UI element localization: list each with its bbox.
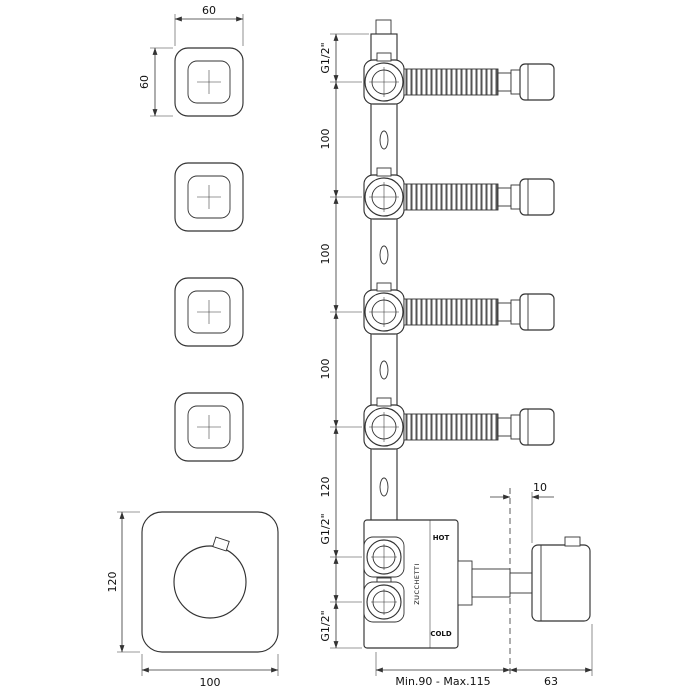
trim-plate-front-3 [174,277,244,347]
valve-cartridge [403,413,499,441]
dim-label-spacing-4: 120 [319,477,332,498]
dim-label-handle-depth: 63 [544,675,558,688]
trim-plate-front-4 [174,392,244,462]
dim-label-trim-height: 60 [138,75,151,89]
dimension-handle-depth: 63 [509,624,593,688]
mixer-stem-and-handle [457,536,591,622]
mixer-plate-front [141,511,279,653]
mixer-handle [531,544,591,622]
valve-handle [519,178,555,216]
dimension-chain-vertical: G1/2" 100 100 100 120 G1/2" G1/2" [319,33,369,649]
valve-assembly-1 [363,52,555,105]
dim-label-spacing-2: 100 [319,244,332,265]
dim-label-trim-width: 60 [202,4,216,17]
dim-label-spacing-3: 100 [319,359,332,380]
trim-plate-front-2 [174,162,244,232]
dimension-wall-gap: 10 [490,481,554,543]
trim-plate-front-1 [174,47,244,117]
dimension-mixer-plate-width: 100 [141,654,279,689]
dim-label-cold-thread: G1/2" [319,610,332,641]
brand-label: ZUCCHETTI [413,563,421,605]
dim-label-wall-gap: 10 [533,481,547,494]
dimension-mixer-plate-height: 120 [106,511,140,653]
knob-index-tab [212,536,230,552]
hot-label: HOT [433,534,450,542]
dimension-trim-plate-width: 60 [174,4,244,46]
dim-label-mixer-plate-width: 100 [200,676,221,689]
valve-assembly-2 [363,167,555,220]
dimension-depth-range: Min.90 - Max.115 [375,652,511,688]
bar-slot [379,130,389,150]
bar-slot [379,360,389,380]
valve-cartridge [403,68,499,96]
cold-label: COLD [430,630,452,638]
mixer-body: HOT COLD ZUCCHETTI [363,519,459,649]
valve-handle [519,408,555,446]
valve-handle [519,293,555,331]
valve-handle [519,63,555,101]
valve-cartridge [403,183,499,211]
dim-label-depth-range: Min.90 - Max.115 [395,675,490,688]
dim-label-spacing-1: 100 [319,129,332,150]
handle-button [564,536,581,547]
dim-label-outlet-thread: G1/2" [319,42,332,73]
valve-cartridge [403,298,499,326]
dimension-trim-plate-height: 60 [138,47,173,117]
bar-slot [379,477,389,497]
bar-slot [379,245,389,265]
dim-label-hot-thread: G1/2" [319,513,332,544]
valve-assembly-4 [363,397,555,450]
valve-assembly-3 [363,282,555,335]
dim-label-mixer-plate-height: 120 [106,572,119,593]
